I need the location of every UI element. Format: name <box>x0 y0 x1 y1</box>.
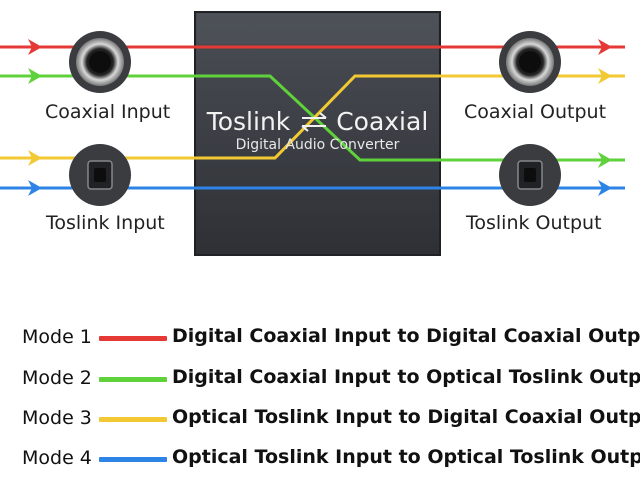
device-subtitle: Digital Audio Converter <box>235 137 400 153</box>
device-title-right: Coaxial <box>336 107 429 136</box>
legend-row: Mode 4 Optical Toslink Input to Optical … <box>0 443 640 477</box>
bidirectional-arrows-icon <box>301 112 327 132</box>
input-arrow-icon <box>28 180 42 196</box>
mode-description: Digital Coaxial Input to Optical Toslink… <box>172 366 640 388</box>
coaxial-input-label: Coaxial Input <box>45 101 171 123</box>
device-title-left: Toslink <box>206 107 291 136</box>
toslink-output-label: Toslink Output <box>466 212 602 234</box>
converter-box <box>194 11 441 256</box>
mode-label: Mode 2 <box>22 367 92 389</box>
toslink-output-jack <box>499 144 561 206</box>
mode-color-line <box>99 377 167 382</box>
device-title: Toslink Coaxial <box>195 107 440 136</box>
toslink-input-jack <box>69 144 131 206</box>
mode-label: Mode 3 <box>22 407 92 429</box>
mode-description: Digital Coaxial Input to Digital Coaxial… <box>172 325 640 347</box>
legend-row: Mode 1 Digital Coaxial Input to Digital … <box>0 322 640 356</box>
mode-description: Optical Toslink Input to Optical Toslink… <box>172 446 640 468</box>
output-arrow-icon <box>598 39 612 55</box>
coaxial-output-jack <box>499 31 561 93</box>
converter-box-top-face <box>197 14 438 44</box>
mode-color-line <box>99 417 167 422</box>
input-arrow-icon <box>28 68 42 84</box>
mode-label: Mode 1 <box>22 326 92 348</box>
legend-row: Mode 3 Optical Toslink Input to Digital … <box>0 403 640 437</box>
coaxial-output-label: Coaxial Output <box>464 101 607 123</box>
output-arrow-icon <box>598 68 612 84</box>
mode-color-line <box>99 336 167 341</box>
legend-row: Mode 2 Digital Coaxial Input to Optical … <box>0 363 640 397</box>
input-arrow-icon <box>28 39 42 55</box>
mode-label: Mode 4 <box>22 447 92 469</box>
output-arrow-icon <box>598 152 612 168</box>
mode-color-line <box>99 457 167 462</box>
coaxial-input-jack <box>69 31 131 93</box>
toslink-input-label: Toslink Input <box>46 212 165 234</box>
mode-description: Optical Toslink Input to Digital Coaxial… <box>172 406 640 428</box>
input-arrow-icon <box>28 150 42 166</box>
output-arrow-icon <box>598 180 612 196</box>
